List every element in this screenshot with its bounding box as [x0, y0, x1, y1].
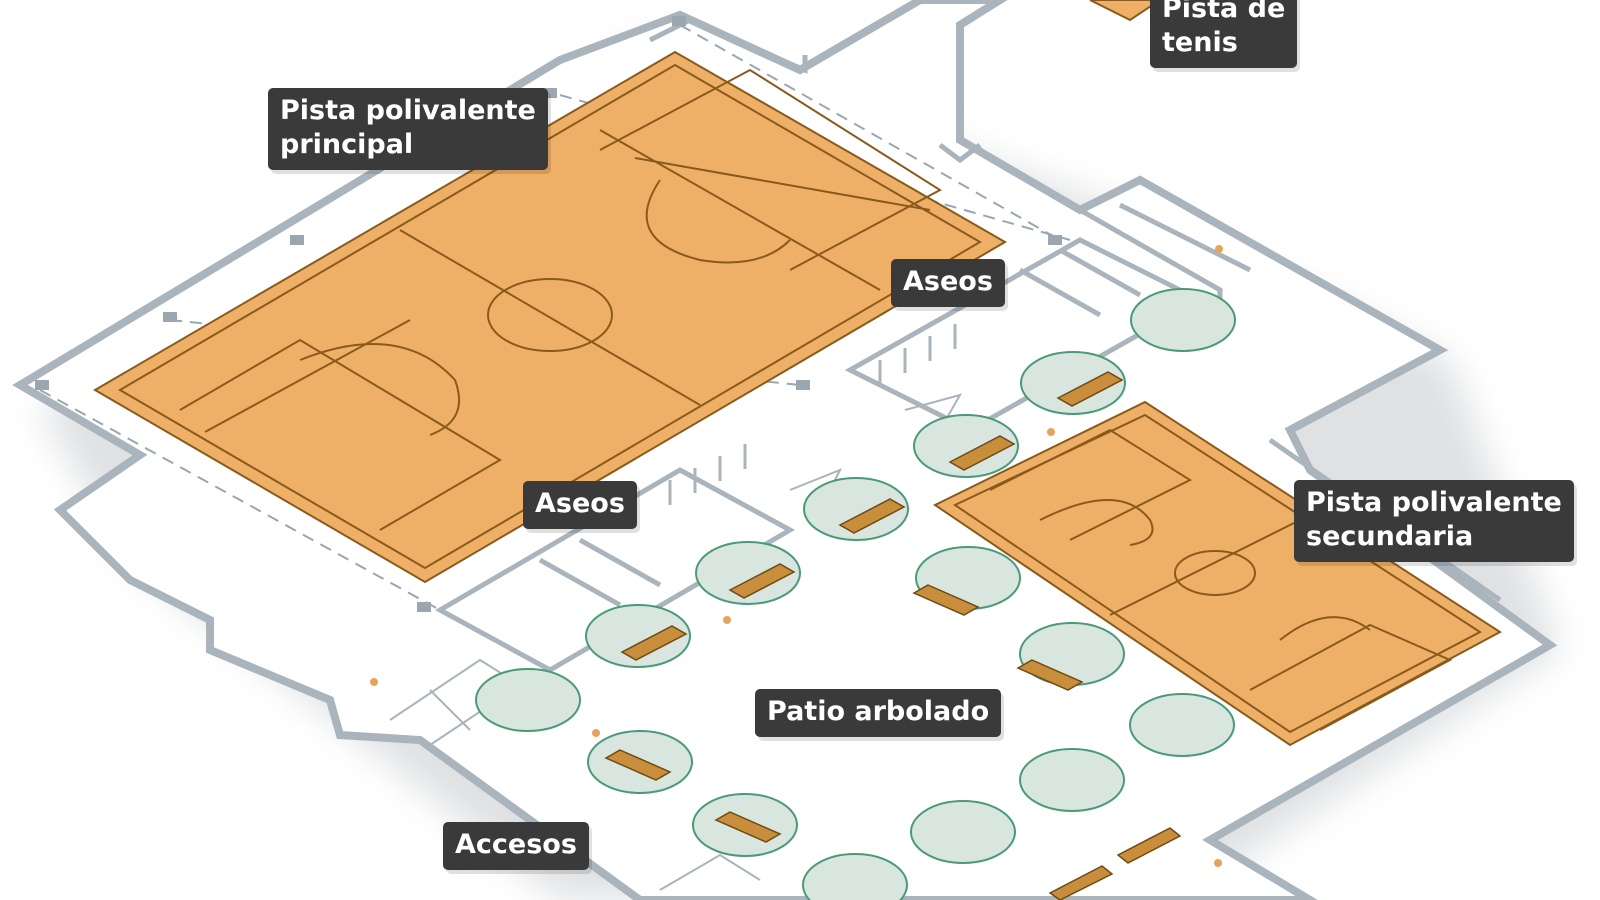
tree — [1020, 351, 1126, 415]
label-access-text: Accesos — [455, 829, 577, 860]
label-main-court-line1: Pista polivalente — [280, 95, 536, 126]
tree — [913, 414, 1019, 478]
trees — [475, 288, 1236, 900]
bench — [1016, 659, 1084, 691]
bench — [1116, 827, 1182, 864]
tree — [802, 853, 908, 900]
label-tennis-court-line2: tenis — [1162, 27, 1238, 58]
tennis-court — [1089, 0, 1162, 22]
tree — [585, 604, 691, 668]
bench — [1048, 865, 1114, 900]
entrance-gates — [389, 658, 761, 891]
tree — [1130, 288, 1236, 352]
label-tennis-court-line1: Pista de — [1162, 0, 1286, 24]
label-secondary-court-line2: secundaria — [1306, 521, 1474, 552]
label-toilets-upper-text: Aseos — [903, 266, 993, 297]
label-tennis-court: Pista de tenis — [1150, 0, 1298, 68]
secondary-court — [933, 400, 1502, 747]
tree — [910, 800, 1016, 864]
label-patio-text: Patio arbolado — [767, 696, 990, 727]
bench — [838, 498, 906, 534]
label-main-court-line2: principal — [280, 129, 414, 160]
label-toilets-lower-text: Aseos — [535, 488, 625, 519]
lamp-points — [370, 245, 1223, 867]
label-toilets-upper: Aseos — [891, 259, 1005, 307]
bench — [604, 749, 672, 781]
bench — [1056, 371, 1124, 407]
bench — [912, 584, 980, 616]
tree — [475, 668, 581, 732]
bench — [948, 435, 1016, 471]
fence-posts — [35, 16, 1062, 612]
label-secondary-court-line1: Pista polivalente — [1306, 487, 1562, 518]
label-secondary-court: Pista polivalente secundaria — [1294, 480, 1574, 562]
label-main-court: Pista polivalente principal — [268, 88, 548, 170]
label-toilets-lower: Aseos — [523, 481, 637, 529]
tree — [1019, 748, 1125, 812]
bench — [620, 625, 688, 661]
benches — [604, 371, 1182, 900]
bench — [728, 563, 796, 599]
tree — [695, 541, 801, 605]
label-patio: Patio arbolado — [755, 689, 1002, 737]
bench — [714, 811, 782, 843]
tree — [1129, 693, 1235, 757]
tree — [803, 477, 909, 541]
label-access: Accesos — [443, 822, 589, 870]
